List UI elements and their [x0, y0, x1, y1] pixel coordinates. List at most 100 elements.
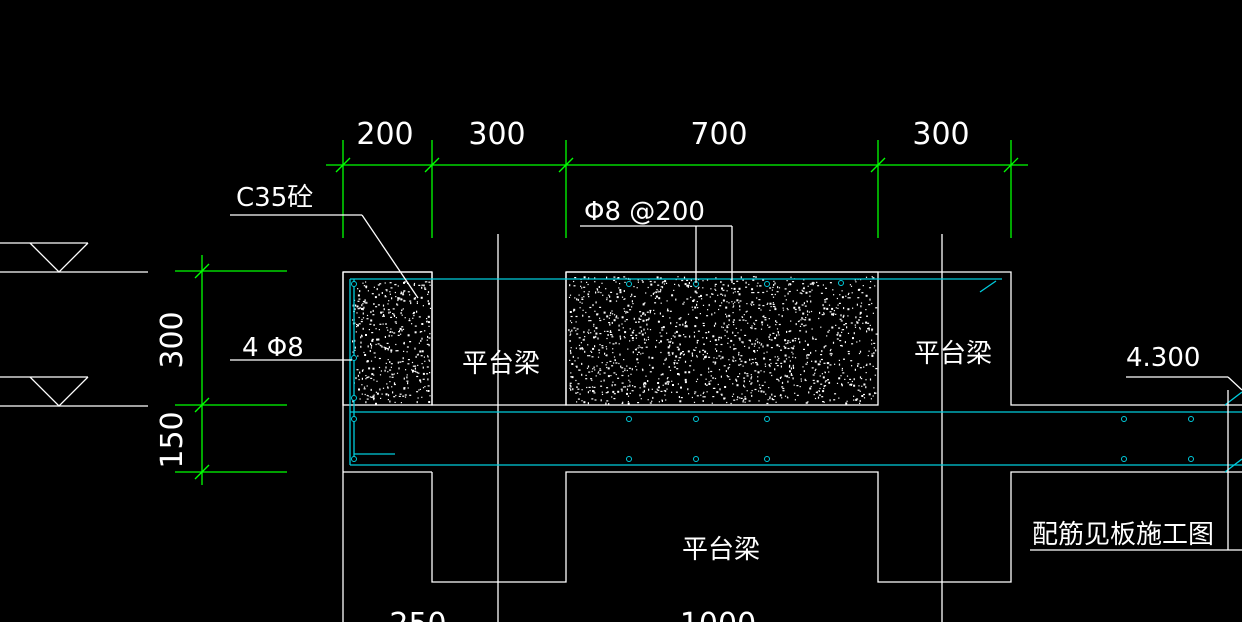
hatch-speck [421, 350, 424, 353]
hatch-speck [777, 331, 779, 334]
hatch-speck [370, 319, 373, 322]
hatch-speck [706, 315, 709, 317]
hatch-speck [808, 391, 810, 394]
hatch-speck [669, 341, 671, 344]
hatch-speck [591, 398, 594, 400]
hatch-speck [703, 396, 706, 398]
hatch-speck [715, 277, 717, 279]
hatch-speck [865, 379, 867, 381]
hatch-speck [404, 300, 406, 302]
hatch-speck [794, 308, 797, 311]
hatch-speck [647, 338, 650, 341]
hatch-speck [613, 393, 616, 395]
hatch-speck [678, 285, 680, 287]
hatch-speck [676, 362, 679, 364]
hatch-speck [823, 387, 825, 390]
hatch-speck [873, 347, 875, 349]
hatch-speck [675, 391, 678, 393]
hatch-speck [738, 351, 740, 354]
hatch-speck [404, 394, 407, 396]
hatch-speck [788, 283, 791, 285]
rebar-lines [349, 278, 1242, 473]
hatch-speck [642, 313, 644, 315]
hatch-speck [678, 284, 680, 286]
hatch-speck [805, 317, 807, 319]
hatch-speck [577, 357, 579, 359]
hatch-speck [629, 381, 631, 383]
hatch-speck [594, 277, 596, 280]
hatch-speck [684, 322, 686, 324]
hatch-speck [766, 402, 769, 405]
hatch-speck [599, 344, 601, 346]
hatch-speck [586, 281, 588, 283]
hatch-speck [792, 353, 794, 355]
hatch-speck [774, 308, 777, 311]
hatch-speck [809, 283, 812, 285]
hatch-speck [808, 354, 810, 356]
hatch-speck [417, 364, 419, 366]
hatch-speck [653, 281, 656, 283]
hatch-speck [794, 399, 796, 401]
hatch-speck [605, 354, 607, 357]
hatch-speck [732, 356, 734, 358]
hatch-speck [651, 366, 654, 369]
hatch-speck [747, 322, 749, 324]
hatch-speck [592, 368, 594, 370]
hatch-speck [647, 336, 649, 338]
hatch-speck [569, 334, 571, 336]
hatch-speck [698, 296, 701, 298]
hatch-speck [710, 288, 712, 290]
hatch-speck [619, 289, 622, 291]
hatch-speck [679, 400, 682, 403]
hatch-speck [411, 361, 414, 364]
hatch-speck [416, 371, 418, 373]
hatch-speck [737, 376, 740, 378]
hatch-speck [836, 297, 838, 300]
hatch-speck [389, 311, 391, 313]
hatch-speck [428, 337, 431, 339]
hatch-speck [631, 331, 634, 334]
hatch-speck [579, 347, 582, 350]
hatch-speck [397, 334, 400, 336]
hatch-speck [606, 337, 608, 340]
hatch-speck [691, 396, 693, 399]
hatch-speck [661, 329, 664, 331]
hatch-speck [579, 369, 581, 371]
hatch-speck [390, 331, 392, 333]
hatch-speck [756, 285, 758, 287]
hatch-speck [859, 402, 861, 404]
hatch-speck [872, 277, 875, 279]
hatch-speck [374, 356, 376, 358]
hatch-speck [381, 292, 383, 294]
hatch-speck [585, 378, 588, 380]
hatch-speck [642, 303, 645, 306]
hatch-speck [743, 399, 745, 401]
hatch-speck [387, 394, 390, 397]
hatch-speck [803, 302, 805, 305]
hatch-speck [668, 341, 671, 343]
hatch-speck [775, 320, 777, 323]
hatch-speck [770, 339, 773, 341]
hatch-speck [379, 374, 382, 376]
hatch-speck [377, 284, 380, 286]
hatch-speck [584, 350, 586, 353]
hatch-speck [762, 345, 764, 348]
hatch-speck [664, 280, 667, 283]
hatch-speck [662, 373, 664, 376]
hatch-speck [662, 281, 665, 283]
hatch-speck [708, 331, 710, 333]
hatch-speck [738, 302, 740, 304]
hatch-speck [684, 360, 687, 363]
hatch-speck [643, 389, 645, 392]
hatch-speck [835, 324, 837, 326]
hatch-speck [613, 276, 616, 278]
hatch-speck [811, 289, 813, 291]
hatch-speck [610, 312, 612, 315]
hatch-speck [595, 291, 597, 294]
hatch-speck [744, 397, 747, 400]
hatch-speck [406, 380, 409, 382]
hatch-speck [727, 337, 729, 339]
hatch-speck [685, 325, 688, 328]
hatch-speck [739, 397, 741, 399]
hatch-speck [642, 352, 644, 354]
